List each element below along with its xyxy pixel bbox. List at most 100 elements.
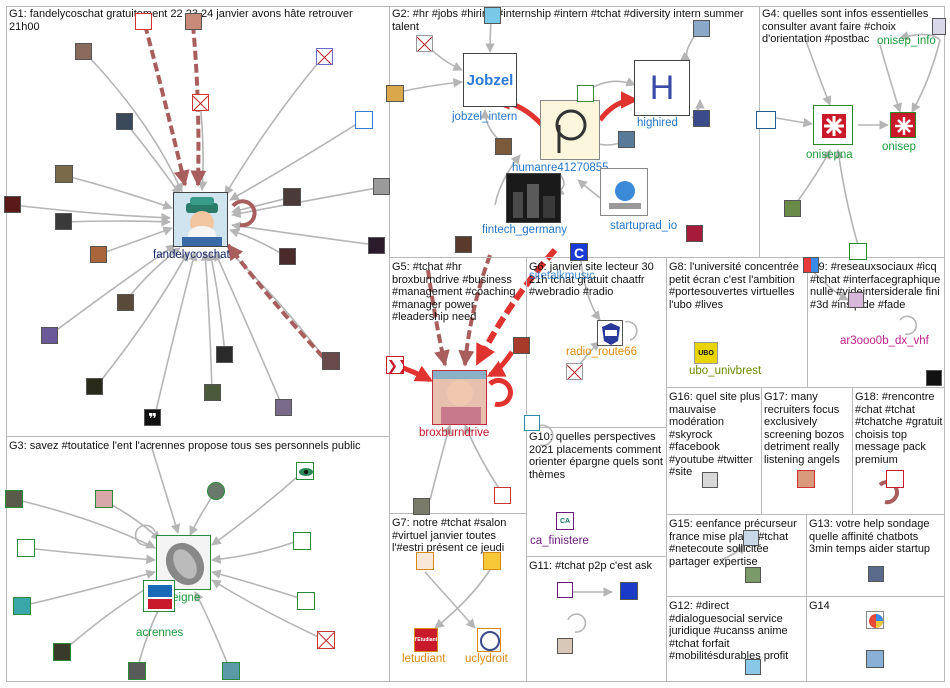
highired-label[interactable]: highired — [637, 117, 678, 129]
g1-node-19[interactable] — [322, 352, 340, 370]
g3-node-12[interactable] — [222, 662, 240, 680]
g14-node-1[interactable] — [866, 611, 884, 629]
jobzel-logo[interactable]: Jobzel — [463, 53, 517, 107]
g14-node-2[interactable] — [866, 650, 884, 668]
ca-logo[interactable]: CA — [556, 512, 574, 530]
ar3ooo0b-label[interactable]: ar3ooo0b_dx_vhf — [840, 335, 929, 347]
ca-finistere-label[interactable]: ca_finistere — [530, 535, 589, 547]
g3-node-6[interactable] — [293, 532, 311, 550]
fandelycoschat-avatar[interactable] — [173, 192, 228, 247]
ubo-univbrest-label[interactable]: ubo_univbrest — [689, 365, 762, 377]
g1-node-14[interactable] — [368, 237, 385, 254]
g1-node-13[interactable] — [373, 178, 390, 195]
g1-node-6[interactable] — [116, 113, 133, 130]
humanre-label[interactable]: humanre41270855 — [512, 162, 609, 174]
g1-node-2[interactable] — [135, 13, 152, 30]
g3-node-10[interactable] — [53, 643, 71, 661]
g4-node-4[interactable] — [849, 243, 867, 260]
g1-node-21[interactable] — [204, 384, 221, 401]
g1-node-18[interactable] — [216, 346, 233, 363]
g3-node-8[interactable] — [297, 592, 315, 610]
g1-node-12[interactable] — [283, 188, 301, 206]
g17-node-1[interactable] — [797, 470, 815, 488]
letudiant-logo[interactable]: l'Etudiant — [414, 628, 438, 652]
g5-node-2[interactable] — [513, 337, 530, 354]
g2-node-9[interactable] — [455, 236, 472, 253]
startuprad-avatar[interactable] — [600, 168, 648, 216]
broxburndrive-label[interactable]: broxburndrive — [419, 427, 490, 439]
g5-node-4[interactable] — [494, 487, 511, 504]
g1-node-7[interactable] — [355, 111, 373, 129]
g2-node-7[interactable] — [495, 138, 512, 155]
g11-node-2[interactable] — [620, 582, 638, 600]
g2-node-4[interactable] — [693, 20, 710, 37]
g1-node-9[interactable] — [4, 196, 21, 213]
g4-node-5[interactable] — [803, 257, 819, 273]
g1-node-5-broken-image[interactable] — [192, 94, 209, 111]
radio-route66-avatar[interactable] — [597, 320, 623, 346]
g18-node-1[interactable] — [886, 470, 904, 488]
g1-node-16[interactable] — [117, 294, 134, 311]
g3-node-9-broken-image[interactable] — [317, 631, 335, 649]
g3-node-3[interactable] — [207, 482, 225, 500]
g3-node-7[interactable] — [13, 597, 31, 615]
onisep-avatar[interactable] — [890, 112, 916, 138]
g1-node-17[interactable] — [41, 327, 58, 344]
g5-node-3[interactable] — [413, 498, 430, 515]
fintech-germany-label[interactable]: fintech_germany — [482, 224, 568, 236]
g2-node-10[interactable] — [686, 225, 703, 242]
g10-node-1[interactable] — [524, 415, 540, 431]
g3-node-4-eye[interactable] — [296, 462, 314, 480]
g1-node-3[interactable] — [185, 13, 202, 30]
g11-node-1[interactable] — [557, 582, 573, 598]
g3-node-11[interactable] — [128, 662, 146, 680]
g15-node-2[interactable] — [743, 530, 759, 546]
g1-node-15[interactable] — [279, 248, 296, 265]
g1-node-8[interactable] — [55, 165, 73, 183]
ubo-logo[interactable]: UBO — [694, 342, 718, 364]
g3-node-1[interactable] — [5, 490, 23, 508]
g6-node-1-broken-image[interactable] — [566, 363, 583, 380]
uclydroit-avatar[interactable] — [477, 628, 501, 652]
radio-route66-label[interactable]: radio_route66 — [566, 346, 637, 358]
g2-node-8[interactable] — [693, 110, 710, 127]
apple-logo[interactable] — [926, 370, 942, 386]
g1-node-10[interactable] — [55, 213, 72, 230]
onisep-info-label[interactable]: onisep_info — [877, 35, 936, 47]
g15-node-1[interactable] — [745, 567, 761, 583]
g4-node-3[interactable] — [784, 200, 801, 217]
g13-node-1[interactable] — [868, 566, 884, 582]
letudiant-label[interactable]: letudiant — [402, 653, 446, 665]
g1-node-4-broken-image[interactable] — [316, 48, 333, 65]
g7-node-2[interactable] — [483, 552, 501, 570]
humanre-avatar[interactable] — [540, 100, 600, 160]
g2-node-6[interactable] — [618, 131, 635, 148]
g2-node-2[interactable] — [484, 7, 501, 24]
uclydroit-label[interactable]: uclydroit — [465, 653, 508, 665]
g2-node-5[interactable] — [577, 85, 594, 102]
g9-node-1[interactable] — [848, 292, 864, 308]
g16-node-1[interactable] — [702, 472, 718, 488]
g3-node-2[interactable] — [95, 490, 113, 508]
acrennes-avatar[interactable] — [143, 580, 175, 612]
acrennes-label[interactable]: acrennes — [136, 627, 184, 639]
sitetalkmusic-label[interactable]: sitetalkmusic — [529, 270, 595, 282]
onisepna-avatar[interactable] — [813, 105, 853, 145]
g11-node-3[interactable] — [557, 638, 573, 654]
g12-node-1[interactable] — [745, 659, 761, 675]
broxburndrive-avatar[interactable] — [432, 370, 487, 425]
g1-node-1[interactable] — [75, 43, 92, 60]
g7-node-1[interactable] — [416, 552, 434, 570]
g1-node-23-quote[interactable]: ❞ — [144, 409, 161, 426]
g3-node-5[interactable] — [17, 539, 35, 557]
g4-node-1[interactable] — [932, 18, 946, 35]
onisepna-label[interactable]: onisepna — [806, 149, 853, 161]
startuprad-label[interactable]: startuprad_io — [610, 220, 678, 232]
fandelycoschat-label[interactable]: fandelycoschat — [153, 249, 230, 261]
g2-node-1-broken-image[interactable] — [416, 35, 433, 52]
fintech-germany-avatar[interactable] — [506, 173, 561, 223]
jobzel-intern-label[interactable]: jobzel_intern — [452, 111, 518, 123]
g4-node-2[interactable] — [756, 111, 776, 129]
g5-node-1-chevron-logo[interactable]: ❯❯ — [386, 356, 404, 374]
g1-node-22[interactable] — [275, 399, 292, 416]
